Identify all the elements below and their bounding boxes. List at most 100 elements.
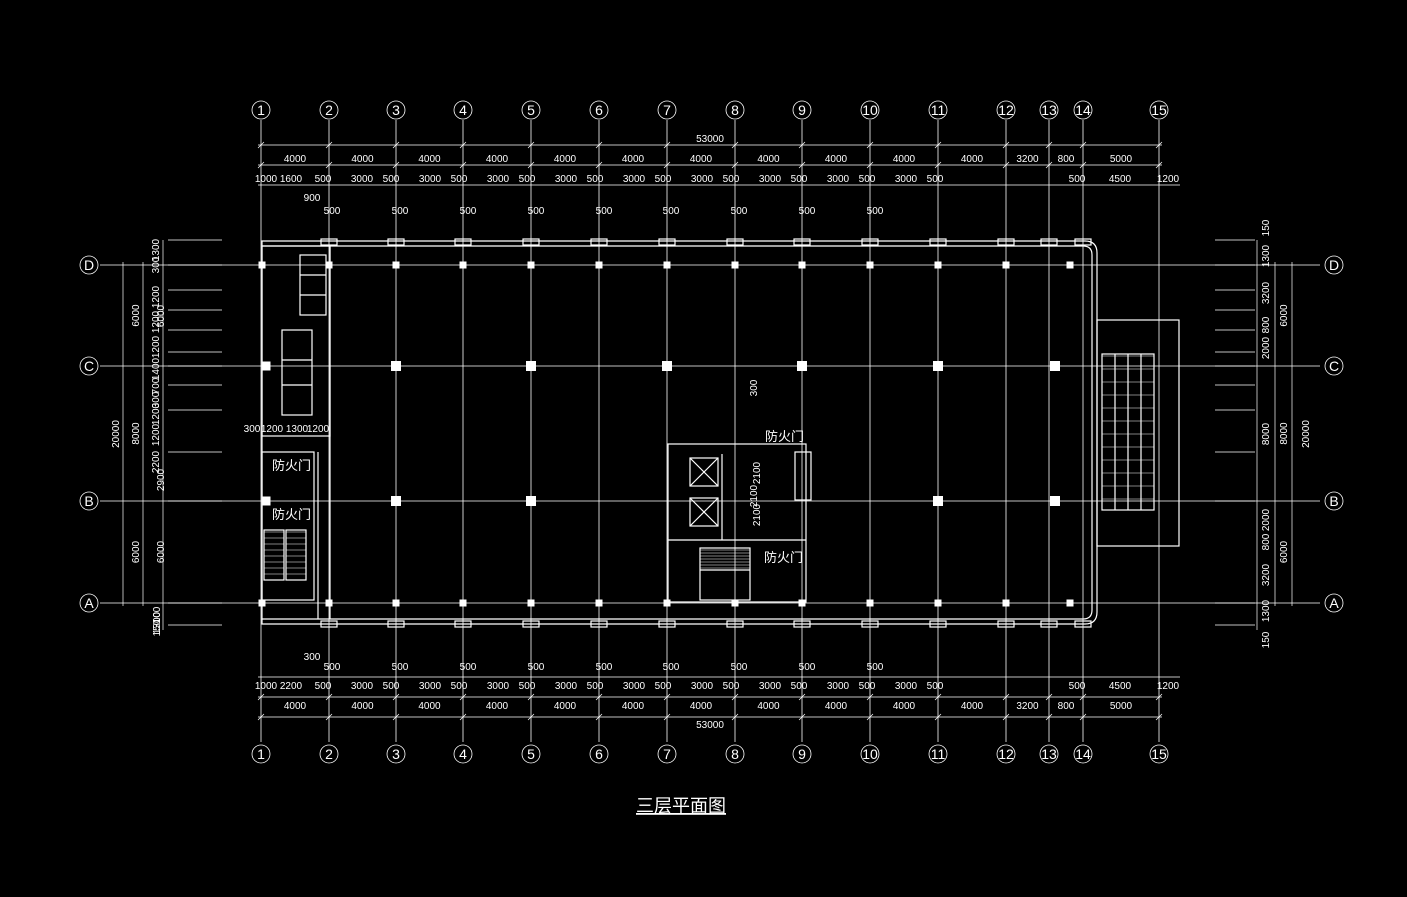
axis-label-col-bottom: 9: [798, 746, 806, 762]
dim-right-detail: 800: [1261, 533, 1272, 550]
dim-bottom-span: 800: [1058, 701, 1075, 712]
column: [527, 261, 535, 269]
dim-bottom-extra: 500: [596, 662, 613, 673]
dim-left-core: 300: [244, 424, 261, 435]
dim-tick: [731, 161, 739, 169]
fire-hydrant-box: [794, 451, 812, 501]
dim-bottom-extra: 500: [460, 662, 477, 673]
dim-left-detail: 2200: [151, 450, 162, 473]
dim-right-detail: 150: [1261, 219, 1272, 236]
axis-label-row-right: C: [1329, 358, 1339, 374]
axis-label-col-top: 15: [1151, 102, 1167, 118]
dim-top-detail: 500: [519, 174, 536, 185]
axis-bubble-col: [1039, 744, 1059, 764]
elevator-shaft-2: [689, 497, 719, 527]
dim-left-sub: 2900: [156, 468, 167, 491]
dim-bottom-span: 4000: [893, 701, 916, 712]
toilet-room-2: [299, 254, 327, 316]
stair-west: [261, 451, 315, 601]
dim-left-detail: 1200: [151, 423, 162, 446]
dim-tick: [866, 161, 874, 169]
dim-tick: [798, 693, 806, 701]
dim-bottom-extra: 500: [799, 662, 816, 673]
window: [929, 620, 947, 628]
shaft-cross: [689, 457, 719, 487]
dim-bottom-detail: 4500: [1109, 681, 1132, 692]
dim-top-span: 4000: [757, 154, 780, 165]
column: [1050, 496, 1060, 506]
axis-label-row-left: D: [84, 257, 94, 273]
axis-label-col-top: 13: [1041, 102, 1057, 118]
dim-tick: [257, 693, 265, 701]
axis-label-row-right: B: [1329, 493, 1338, 509]
dim-bottom-detail: 500: [315, 681, 332, 692]
dim-tick: [1002, 141, 1010, 149]
dim-top-detail: 3000: [827, 174, 850, 185]
window: [861, 620, 879, 628]
axis-bubble-col: [521, 100, 541, 120]
elevator-core: [667, 443, 807, 603]
dim-tick: [257, 161, 265, 169]
dim-right-total: 20000: [1301, 420, 1312, 448]
outer-wall: [261, 240, 1098, 625]
dim-right-span: 6000: [1279, 540, 1290, 563]
column: [663, 261, 671, 269]
axis-label-col-bottom: 12: [998, 746, 1014, 762]
axis-bubble-col: [725, 100, 745, 120]
column: [325, 261, 333, 269]
axis-bubble-col: [589, 100, 609, 120]
dim-bottom-detail: 2200: [280, 681, 303, 692]
dim-bottom-detail: 500: [451, 681, 468, 692]
dim-bottom-detail: 500: [859, 681, 876, 692]
dim-tick: [1155, 693, 1163, 701]
dim-left-total: 20000: [111, 420, 122, 448]
dim-top-detail: 500: [655, 174, 672, 185]
dim-right-span: 6000: [1279, 304, 1290, 327]
axis-label-row-left: B: [84, 493, 93, 509]
window: [1074, 238, 1092, 246]
shaft-cross: [689, 497, 719, 527]
column: [797, 361, 807, 371]
dim-top-detail: 3000: [351, 174, 374, 185]
dim-bottom-span: 3200: [1016, 701, 1039, 712]
dim-bottom-detail: 500: [927, 681, 944, 692]
axis-bubble-col: [996, 744, 1016, 764]
dim-tick: [392, 713, 400, 721]
axis-label-row-right: D: [1329, 257, 1339, 273]
axis-label-col-bottom: 5: [527, 746, 535, 762]
dim-tick: [1155, 141, 1163, 149]
column: [866, 599, 874, 607]
dim-bottom-total: 53000: [696, 720, 724, 731]
dim-tick: [1155, 713, 1163, 721]
dim-top-detail: 500: [383, 174, 400, 185]
dim-top-span: 4000: [825, 154, 848, 165]
column: [261, 361, 271, 371]
dim-top-detail: 3000: [691, 174, 714, 185]
dim-bottom-detail: 500: [1069, 681, 1086, 692]
dim-core: 2100: [752, 461, 763, 484]
dim-top-extra: 500: [596, 206, 613, 217]
dim-top-detail: 1000: [255, 174, 278, 185]
window: [997, 620, 1015, 628]
dim-bottom-span: 4000: [757, 701, 780, 712]
dim-left-detail: 1200: [151, 402, 162, 425]
dim-bottom-span: 4000: [825, 701, 848, 712]
dim-left-detail: 100: [152, 606, 163, 623]
window: [1040, 620, 1058, 628]
dim-left-detail: 1200: [151, 310, 162, 333]
dim-tick: [392, 141, 400, 149]
axis-label-row-left: C: [84, 358, 94, 374]
window: [726, 620, 744, 628]
column: [459, 599, 467, 607]
dim-top-span: 4000: [893, 154, 916, 165]
axis-bubble-row: [79, 255, 99, 275]
dim-top-detail: 3000: [895, 174, 918, 185]
column: [731, 261, 739, 269]
axis-bubble-col: [319, 100, 339, 120]
dim-left-detail: 1300: [151, 238, 162, 261]
dim-top-span: 4000: [554, 154, 577, 165]
dim-left-span: 8000: [131, 422, 142, 445]
dim-right-detail: 1300: [1261, 244, 1272, 267]
dim-right-detail: 150: [1261, 631, 1272, 648]
dim-left-span: 6000: [131, 304, 142, 327]
